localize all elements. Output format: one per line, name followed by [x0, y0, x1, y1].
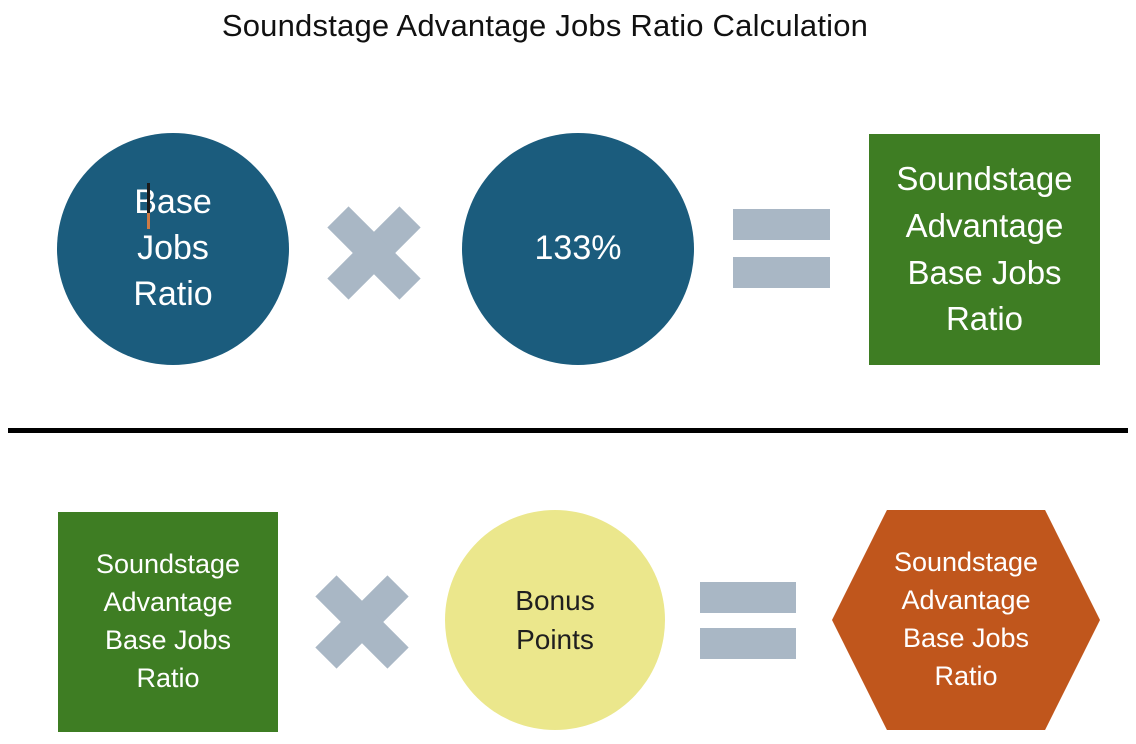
- multiplier-percent-circle: 133%: [462, 133, 694, 365]
- base-jobs-ratio-circle: Base Jobs Ratio: [57, 133, 289, 365]
- soundstage-advantage-base-jobs-ratio-box: Soundstage Advantage Base Jobs Ratio: [869, 134, 1100, 365]
- equals-bar: [733, 209, 830, 240]
- equals-bar: [700, 628, 796, 659]
- result-hexagon-label: Soundstage Advantage Base Jobs Ratio: [893, 547, 1039, 691]
- equals-bar: [700, 582, 796, 613]
- equals-bar: [733, 257, 830, 288]
- input-box-label: Soundstage Advantage Base Jobs Ratio: [95, 549, 241, 693]
- page-title: Soundstage Advantage Jobs Ratio Calculat…: [221, 8, 869, 43]
- multiply-icon: [315, 575, 409, 669]
- multiplier-percent-label: 133%: [534, 229, 622, 268]
- text-cursor-tail-icon: [147, 213, 150, 229]
- equals-icon: [700, 582, 796, 659]
- equals-icon: [733, 209, 830, 288]
- bonus-points-circle: Bonus Points: [445, 510, 665, 730]
- base-jobs-ratio-label: Base Jobs Ratio: [133, 183, 213, 313]
- text-cursor-icon: [147, 183, 150, 213]
- bonus-points-label: Bonus Points: [515, 584, 595, 655]
- soundstage-advantage-base-jobs-ratio-hexagon: Soundstage Advantage Base Jobs Ratio: [832, 510, 1100, 730]
- multiply-icon: [327, 206, 421, 300]
- result-box-label: Soundstage Advantage Base Jobs Ratio: [896, 159, 1073, 338]
- section-divider-line: [8, 428, 1128, 433]
- soundstage-advantage-base-jobs-ratio-input-box: Soundstage Advantage Base Jobs Ratio: [58, 512, 278, 732]
